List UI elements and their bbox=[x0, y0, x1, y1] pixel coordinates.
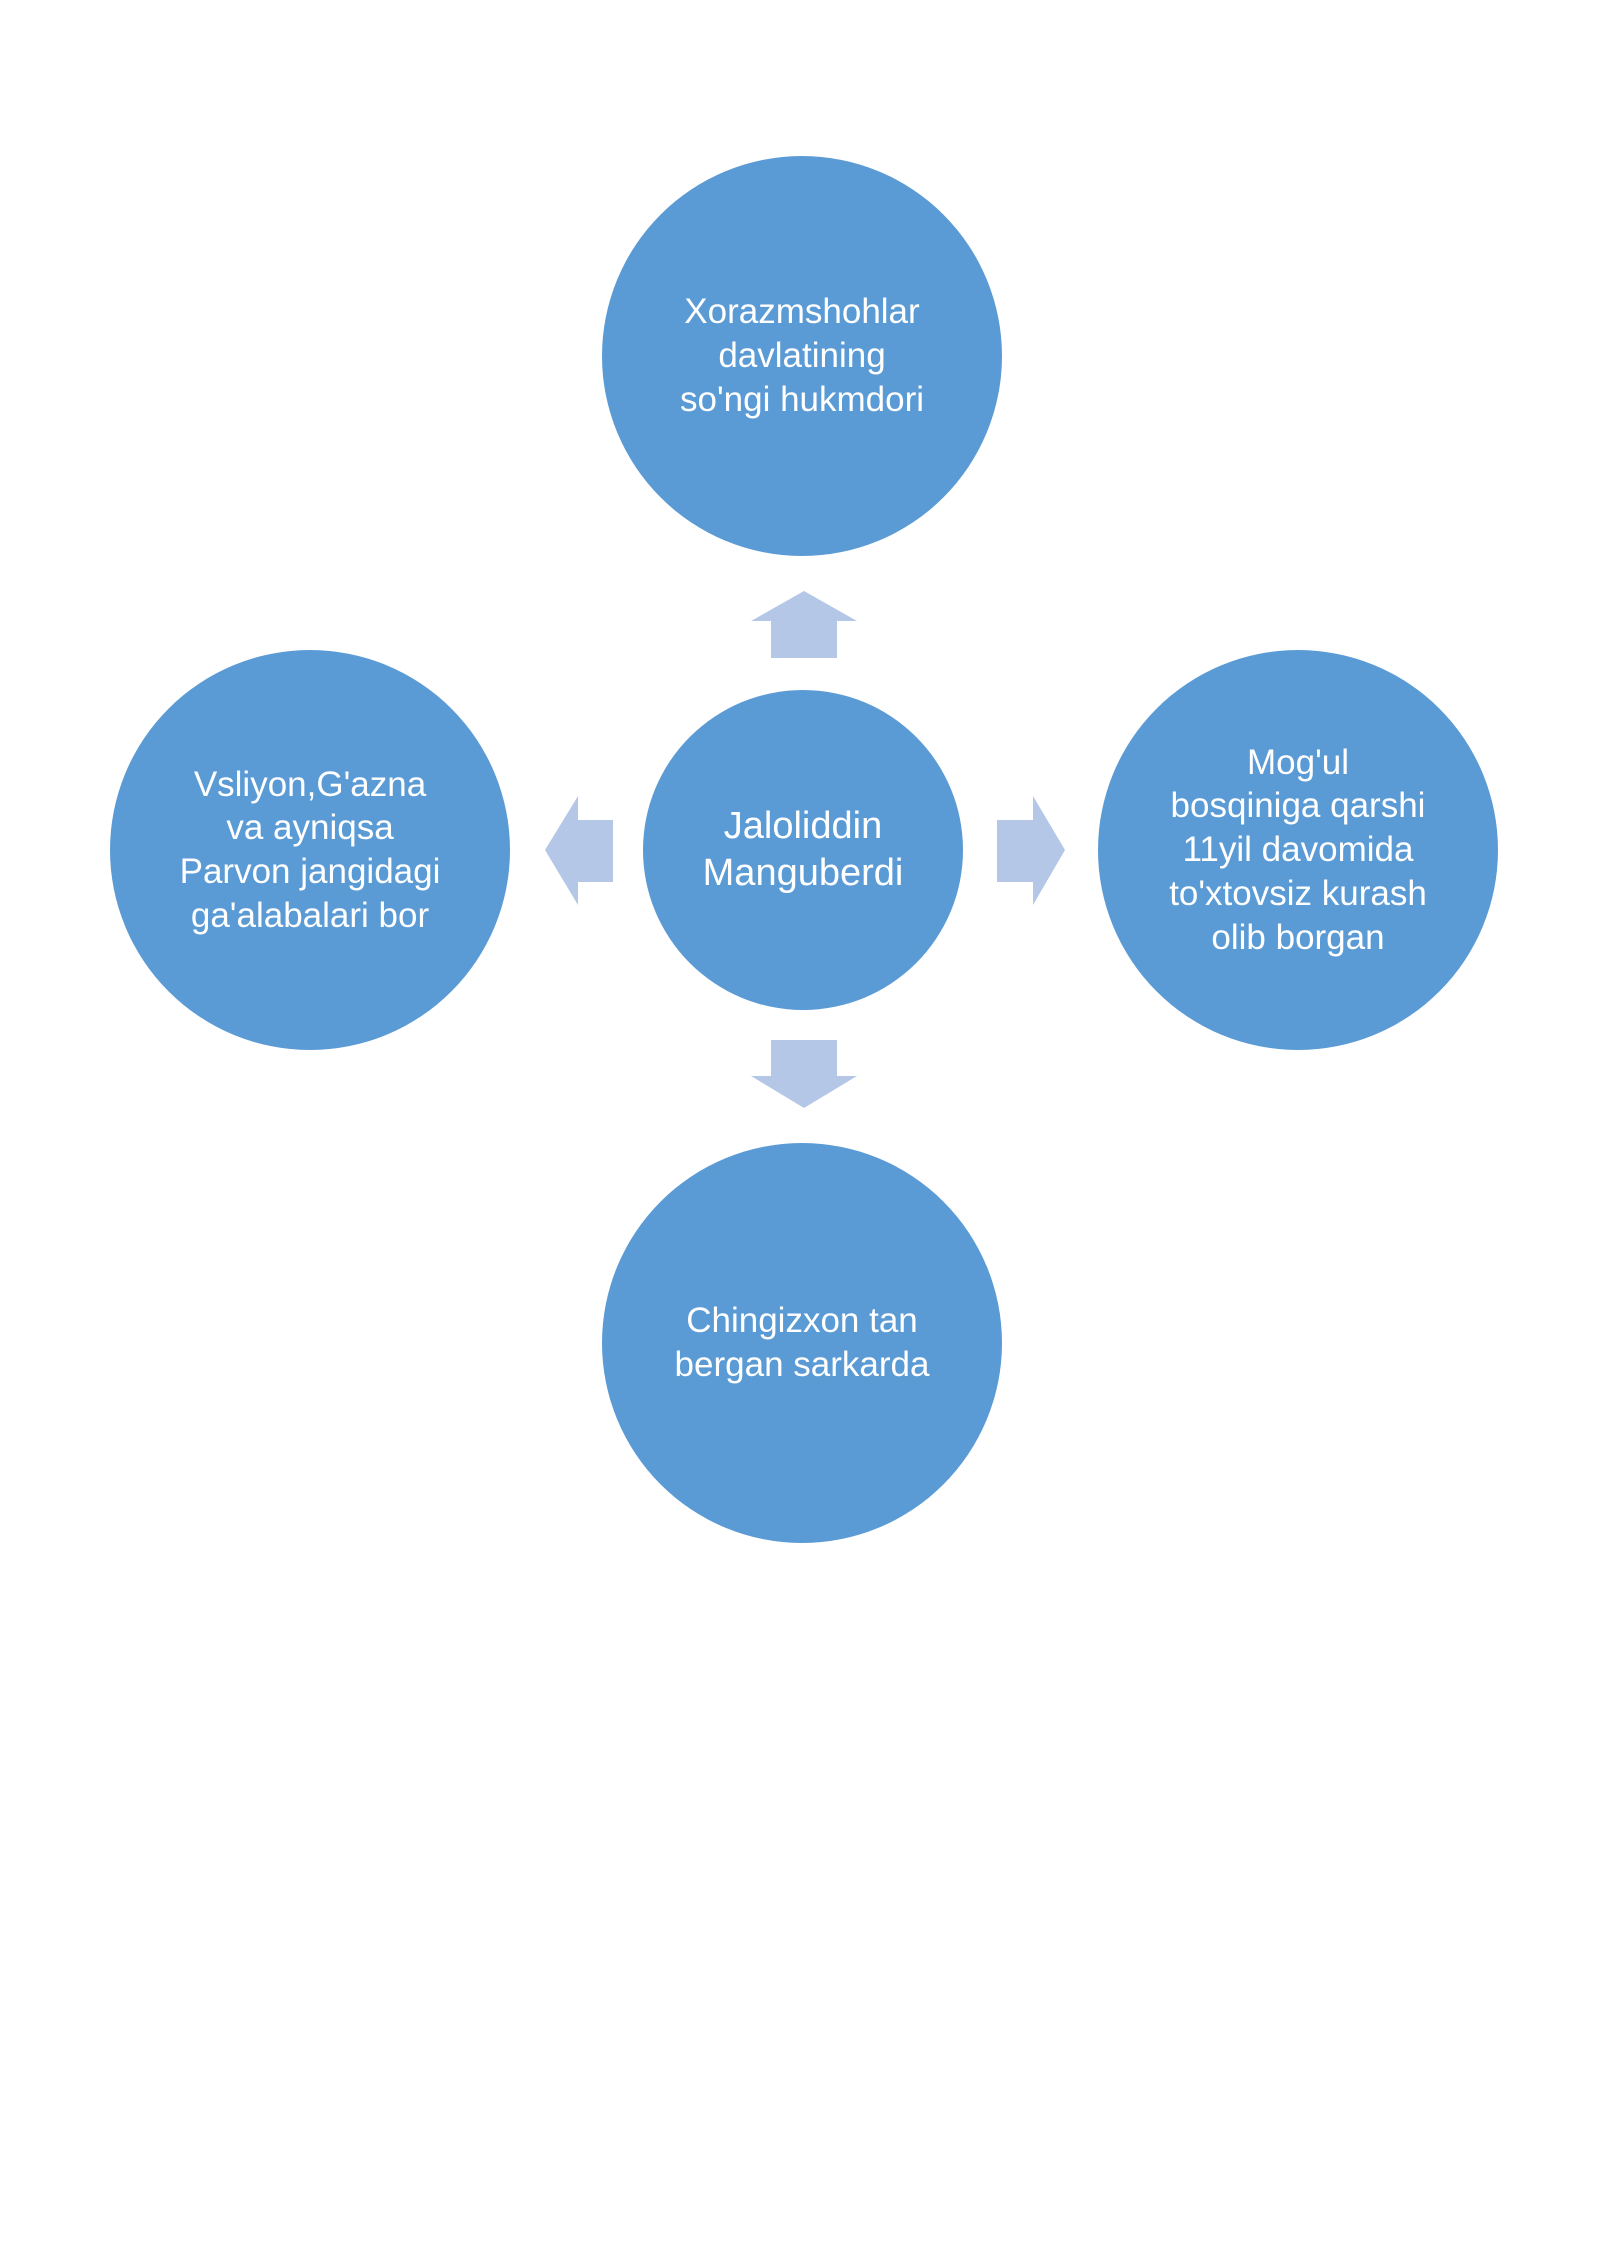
node-bottom-circle: Chingizxon tan bergan sarkarda bbox=[602, 1143, 1002, 1543]
arrow-left-icon bbox=[545, 796, 613, 905]
node-bottom-label: Chingizxon tan bergan sarkarda bbox=[674, 1301, 930, 1384]
arrow-down-icon bbox=[751, 1040, 857, 1108]
arrow-up-icon bbox=[751, 591, 857, 658]
arrow-right-icon bbox=[997, 796, 1065, 905]
center-node-circle: Jaloliddin Manguberdi bbox=[643, 690, 963, 1010]
center-node-label: Jaloliddin Manguberdi bbox=[702, 804, 904, 895]
node-left-label: Vsliyon,G'azna va ayniqsa Parvon jangida… bbox=[179, 764, 441, 935]
node-left-circle: Vsliyon,G'azna va ayniqsa Parvon jangida… bbox=[110, 650, 510, 1050]
node-top-circle: Xorazmshohlar davlatining so'ngi hukmdor… bbox=[602, 156, 1002, 556]
node-top-label: Xorazmshohlar davlatining so'ngi hukmdor… bbox=[679, 292, 925, 419]
node-right-circle: Mog'ul bosqiniga qarshi 11yil davomida t… bbox=[1098, 650, 1498, 1050]
node-right-label: Mog'ul bosqiniga qarshi 11yil davomida t… bbox=[1169, 742, 1427, 957]
